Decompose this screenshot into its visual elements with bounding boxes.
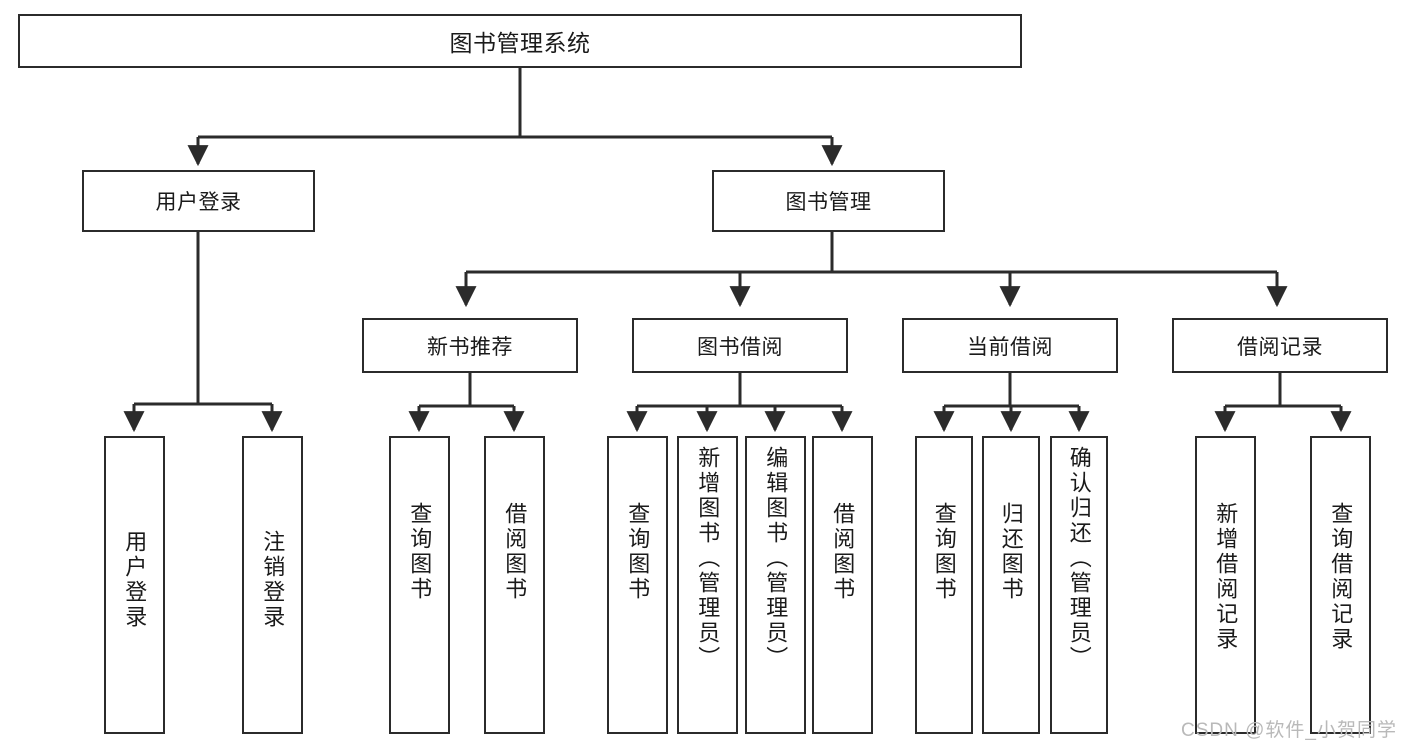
leaf-current-query-book[interactable]: 查询图书 (915, 436, 973, 734)
leaf-record-query-record-label: 查询借阅记录 (1328, 502, 1354, 652)
leaf-current-confirm-return-admin[interactable]: 确认归还（管理员） (1050, 436, 1108, 734)
leaf-borrow-add-book-admin[interactable]: 新增图书（管理员） (677, 436, 738, 734)
leaf-user-login-signin-label: 用户登录 (122, 530, 148, 630)
leaf-current-return-book-label: 归还图书 (998, 502, 1024, 602)
leaf-user-login-signout[interactable]: 注销登录 (242, 436, 303, 734)
leaf-borrow-query-book-label: 查询图书 (625, 502, 651, 602)
leaf-borrow-edit-book-admin[interactable]: 编辑图书（管理员） (745, 436, 806, 734)
node-borrow-record[interactable]: 借阅记录 (1172, 318, 1388, 373)
leaf-borrow-query-book[interactable]: 查询图书 (607, 436, 668, 734)
leaf-recommend-query-book[interactable]: 查询图书 (389, 436, 450, 734)
node-book-borrow[interactable]: 图书借阅 (632, 318, 848, 373)
leaf-record-add-record[interactable]: 新增借阅记录 (1195, 436, 1256, 734)
leaf-user-login-signout-label: 注销登录 (260, 530, 286, 630)
node-borrow-record-label: 借阅记录 (1237, 335, 1323, 359)
node-user-login-label: 用户登录 (155, 191, 242, 214)
leaf-record-add-record-label: 新增借阅记录 (1213, 502, 1239, 652)
node-root-label: 图书管理系统 (449, 30, 591, 56)
leaf-borrow-borrow-book-label: 借阅图书 (830, 502, 856, 602)
leaf-borrow-edit-book-admin-label: 编辑图书（管理员） (763, 446, 789, 671)
node-book-management[interactable]: 图书管理 (712, 170, 945, 232)
node-new-book-recommend-label: 新书推荐 (427, 335, 513, 359)
leaf-recommend-borrow-book[interactable]: 借阅图书 (484, 436, 545, 734)
node-current-borrow-label: 当前借阅 (967, 335, 1053, 359)
leaf-record-query-record[interactable]: 查询借阅记录 (1310, 436, 1371, 734)
node-root[interactable]: 图书管理系统 (18, 14, 1022, 68)
node-user-login[interactable]: 用户登录 (82, 170, 315, 232)
leaf-borrow-add-book-admin-label: 新增图书（管理员） (695, 446, 721, 671)
node-book-borrow-label: 图书借阅 (697, 335, 783, 359)
node-current-borrow[interactable]: 当前借阅 (902, 318, 1118, 373)
leaf-current-return-book[interactable]: 归还图书 (982, 436, 1040, 734)
leaf-current-query-book-label: 查询图书 (931, 502, 957, 602)
leaf-recommend-borrow-book-label: 借阅图书 (502, 502, 528, 602)
leaf-recommend-query-book-label: 查询图书 (407, 502, 433, 602)
node-book-management-label: 图书管理 (785, 191, 872, 214)
leaf-borrow-borrow-book[interactable]: 借阅图书 (812, 436, 873, 734)
leaf-user-login-signin[interactable]: 用户登录 (104, 436, 165, 734)
leaf-current-confirm-return-admin-label: 确认归还（管理员） (1066, 446, 1092, 671)
node-new-book-recommend[interactable]: 新书推荐 (362, 318, 578, 373)
